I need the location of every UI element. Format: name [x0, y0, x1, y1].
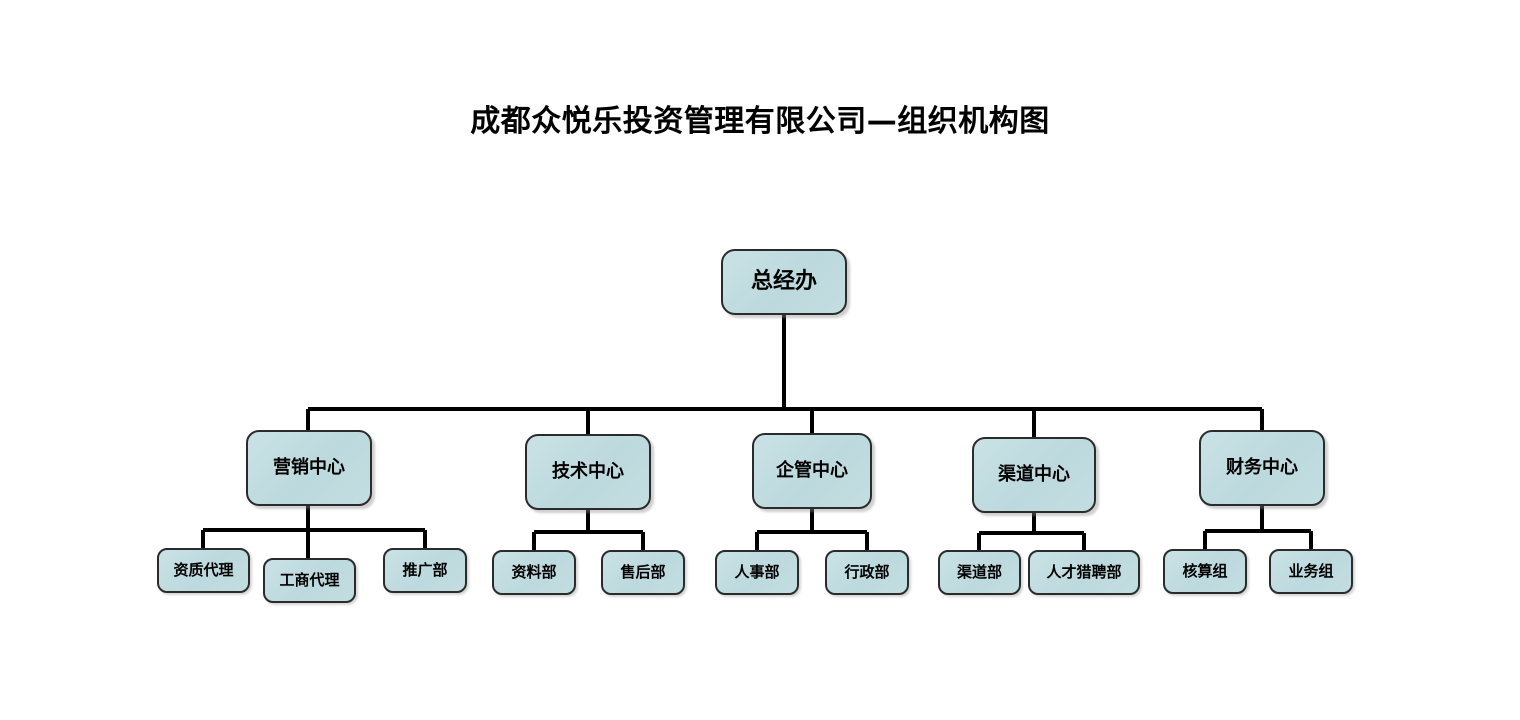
node-leaf-channel-department[interactable]: 渠道部: [938, 550, 1021, 595]
node-center-channel[interactable]: 渠道中心: [972, 437, 1096, 513]
node-leaf-business-registration-agency[interactable]: 工商代理: [263, 558, 356, 603]
node-leaf-accounting-group[interactable]: 核算组: [1163, 549, 1247, 594]
node-leaf-administration-department[interactable]: 行政部: [825, 550, 909, 595]
node-leaf-promotion-department[interactable]: 推广部: [383, 548, 467, 593]
node-root[interactable]: 总经办: [721, 249, 847, 315]
page-title: 成都众悦乐投资管理有限公司—组织机构图: [470, 104, 1050, 139]
node-leaf-after-sales-department[interactable]: 售后部: [601, 550, 685, 595]
node-center-marketing[interactable]: 营销中心: [246, 430, 372, 506]
node-leaf-qualification-agency[interactable]: 资质代理: [157, 548, 250, 593]
node-leaf-documentation-department[interactable]: 资料部: [492, 550, 576, 595]
node-center-technology[interactable]: 技术中心: [525, 434, 651, 510]
node-leaf-hr-department[interactable]: 人事部: [715, 550, 799, 595]
node-center-enterprise-management[interactable]: 企管中心: [752, 433, 872, 509]
node-center-finance[interactable]: 财务中心: [1199, 430, 1325, 506]
node-leaf-talent-recruitment-department[interactable]: 人才猎聘部: [1028, 550, 1140, 595]
node-leaf-business-group[interactable]: 业务组: [1269, 549, 1353, 594]
